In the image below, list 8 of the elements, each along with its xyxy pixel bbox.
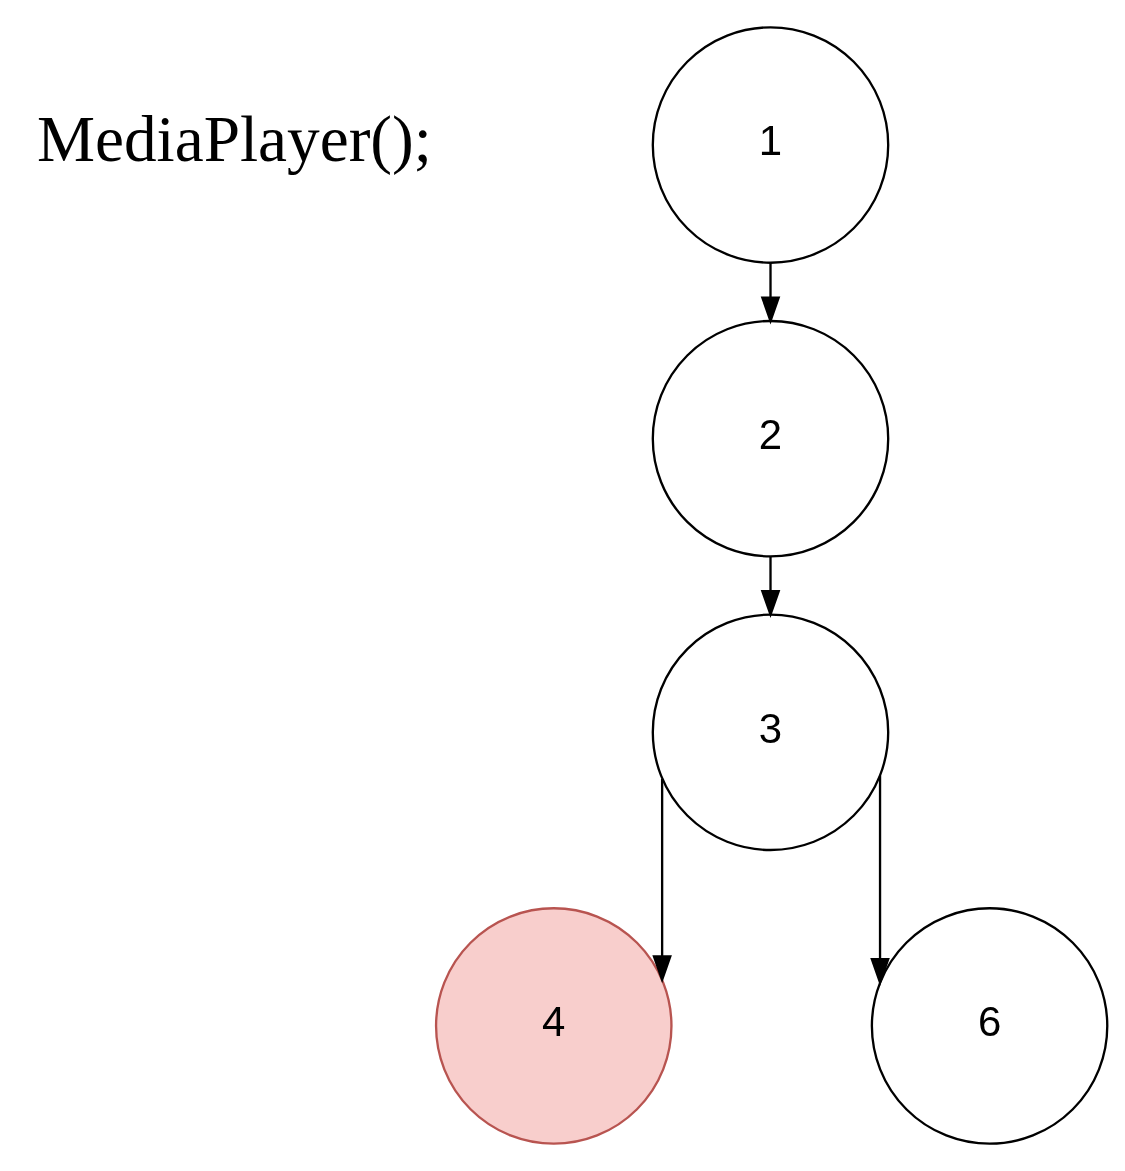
arrow xyxy=(870,775,890,986)
arrow xyxy=(760,556,781,619)
node-circle: 1 xyxy=(651,26,890,264)
node-circle: 3 xyxy=(651,613,890,852)
node-circle: 2 xyxy=(651,319,890,558)
arrow xyxy=(760,262,781,325)
arrow xyxy=(652,778,672,984)
label: MediaPlayer(); xyxy=(36,103,432,176)
